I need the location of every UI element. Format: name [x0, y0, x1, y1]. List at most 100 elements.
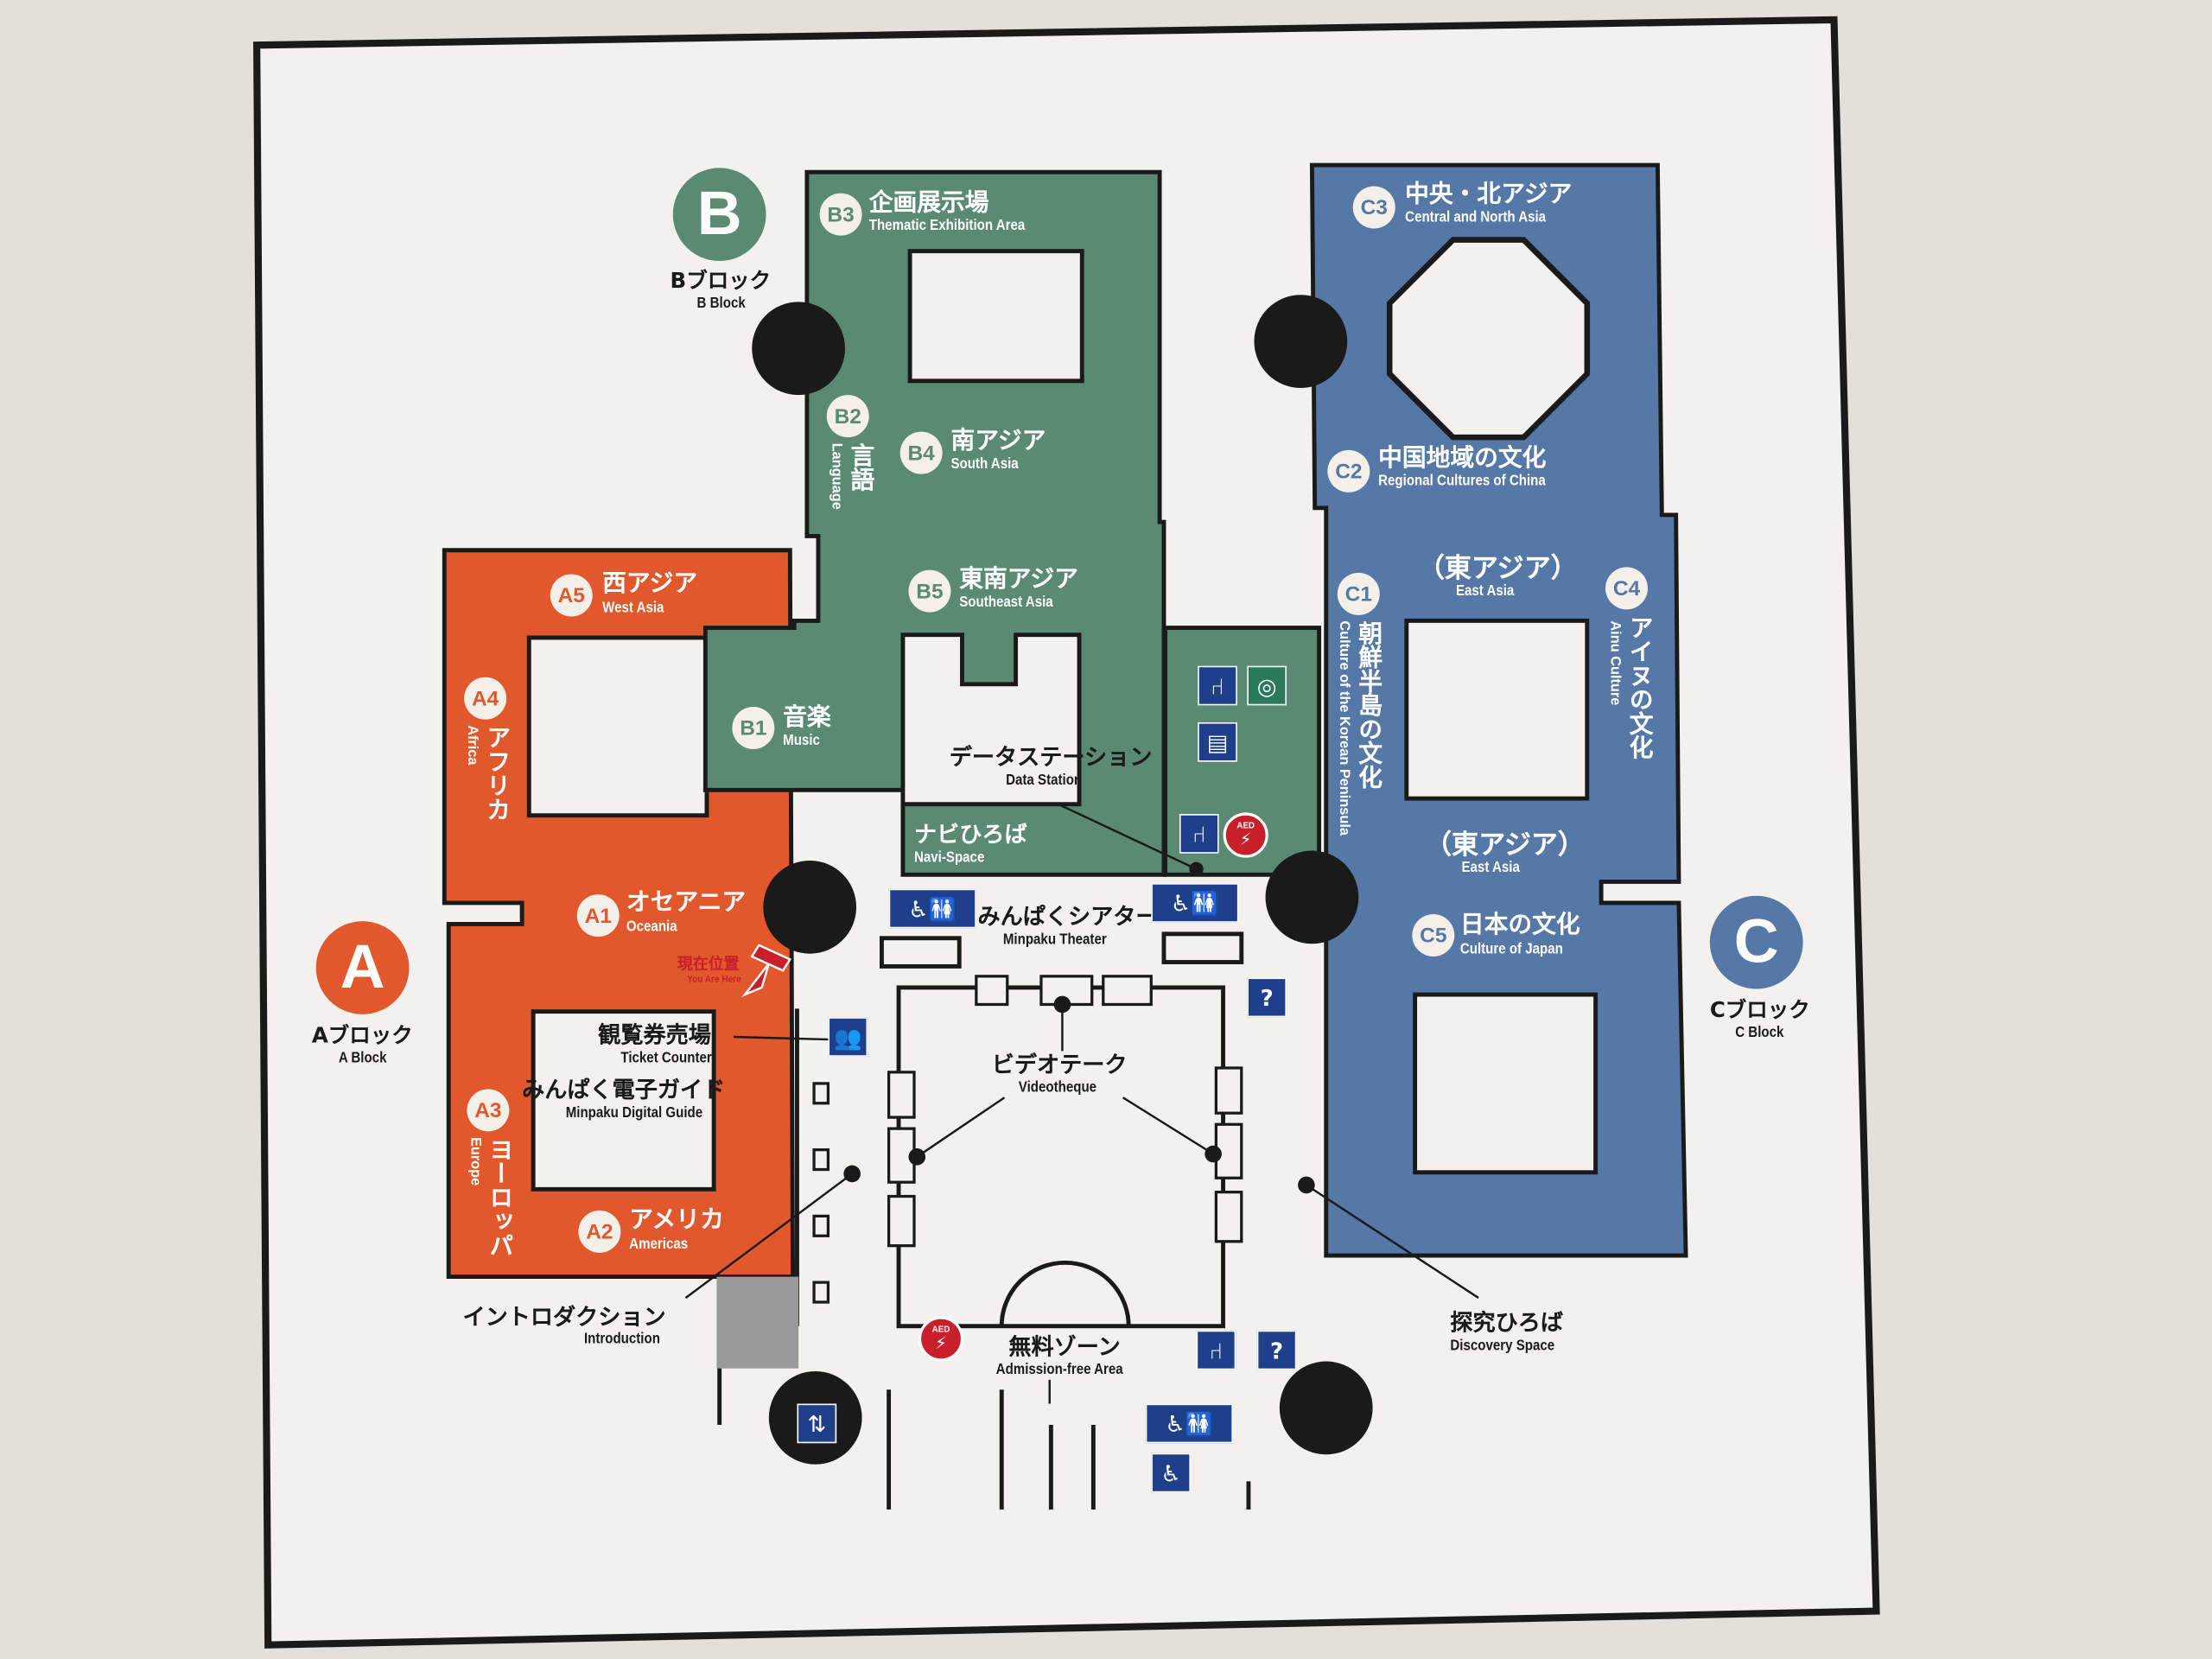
- aed-icon: AED ⚡: [918, 1316, 964, 1362]
- data-station-ja: データステーション: [949, 743, 1153, 771]
- zone-c4-ja: アイヌの文化: [1624, 614, 1652, 760]
- digital-guide-en: Minpaku Digital Guide: [565, 1104, 703, 1122]
- zone-b4-ja: 南アジア: [950, 427, 1046, 456]
- zone-a5-ja: 西アジア: [602, 569, 698, 599]
- zone-a4-badge: A4: [464, 677, 507, 720]
- lightning-icon: ⚡: [935, 1332, 947, 1353]
- zone-c5-en: Culture of Japan: [1459, 941, 1563, 958]
- videotheque-en: Videotheque: [1018, 1079, 1097, 1096]
- zone-a3-ja: ヨーロッパ: [484, 1136, 512, 1257]
- restroom-icon: ♿🚻: [1151, 883, 1239, 923]
- introduction-ja: イントロダクション: [462, 1303, 666, 1331]
- block-b-en: B Block: [696, 295, 746, 312]
- b5-atrium: [900, 632, 1082, 807]
- zone-b5-badge: B5: [908, 569, 951, 613]
- aed-label: AED: [1236, 822, 1255, 831]
- zone-a4-ja: アフリカ: [480, 725, 510, 822]
- zone-b5-en: Southeast Asia: [959, 594, 1053, 611]
- zone-a5-en: West Asia: [602, 599, 664, 617]
- zone-b3-ja: 企画展示場: [868, 188, 989, 218]
- theater-ja: みんぱくシアター: [977, 902, 1159, 930]
- free-area-ja: 無料ゾーン: [1008, 1332, 1121, 1360]
- block-c-ja: Cブロック: [1709, 997, 1810, 1023]
- c-courtyard-1: [1404, 618, 1590, 801]
- drink-icon: ◎: [1247, 665, 1287, 706]
- info-icon: ?: [1256, 1330, 1297, 1370]
- restroom-icon: ♿🚻: [888, 888, 976, 929]
- east-asia-1-en: East Asia: [1455, 582, 1515, 600]
- theater-en: Minpaku Theater: [1002, 931, 1107, 949]
- zone-c2-en: Regional Cultures of China: [1378, 472, 1546, 490]
- zone-a1-en: Oceania: [626, 918, 677, 936]
- east-asia-2-en: East Asia: [1461, 859, 1520, 876]
- zone-c5-badge: C5: [1412, 913, 1455, 957]
- zone-b1-ja: 音楽: [783, 703, 831, 733]
- stair-circles: [752, 295, 1373, 1465]
- elevator-icon: ⇅: [797, 1403, 837, 1444]
- zone-a2-ja: アメリカ: [629, 1205, 724, 1235]
- block-b-badge: B: [672, 168, 766, 262]
- block-c-badge: C: [1709, 895, 1803, 989]
- zone-b2-ja: 言語: [844, 442, 874, 492]
- you-are-here-en: You Are Here: [687, 975, 741, 985]
- c-courtyard-2: [1413, 992, 1599, 1175]
- block-c-en: C Block: [1735, 1024, 1784, 1041]
- lightning-icon: ⚡: [1239, 830, 1252, 849]
- zone-c3-ja: 中央・北アジア: [1405, 180, 1573, 209]
- navi-space-ja: ナビひろば: [913, 821, 1027, 849]
- zone-c1-badge: C1: [1337, 572, 1380, 615]
- east-asia-2-ja: （東アジア）: [1425, 830, 1585, 861]
- b-courtyard: [907, 249, 1084, 384]
- block-a-en: A Block: [338, 1049, 387, 1067]
- introduction-en: Introduction: [583, 1330, 660, 1348]
- free-area-en: Admission-free Area: [995, 1361, 1123, 1379]
- lounge-icon: ⑁: [1179, 814, 1219, 854]
- navi-space-en: Navi-Space: [913, 849, 985, 867]
- info-icon: ?: [1247, 977, 1287, 1018]
- you-are-here-marker: [741, 944, 792, 997]
- block-a-badge: A: [315, 921, 410, 1014]
- zone-c1-ja: 朝鮮半島の文化: [1352, 620, 1382, 789]
- discovery-space-en: Discovery Space: [1450, 1337, 1555, 1355]
- discovery-space-ja: 探究ひろば: [1450, 1309, 1564, 1337]
- zone-b4-en: South Asia: [950, 455, 1019, 473]
- restroom-icon: ♿🚻: [1145, 1403, 1233, 1444]
- ticket-counter-icon: 👥: [828, 1017, 868, 1057]
- zone-a1-ja: オセアニア: [626, 888, 747, 918]
- zone-c2-badge: C2: [1327, 449, 1370, 493]
- digital-guide-ja: みんぱく電子ガイド: [522, 1076, 726, 1103]
- introduction-gray-area: [716, 1276, 799, 1369]
- a-courtyard-1: [526, 635, 709, 818]
- c3-octagon: [1386, 237, 1591, 441]
- zone-b5-ja: 東南アジア: [959, 565, 1078, 594]
- lounge-icon: ⑁: [1196, 1330, 1236, 1370]
- zone-b1-en: Music: [783, 732, 820, 749]
- you-are-here-ja: 現在位置: [677, 955, 740, 974]
- block-a-ja: Aブロック: [311, 1022, 413, 1049]
- zone-b2-en: Language: [828, 442, 844, 510]
- data-station-en: Data Station: [1006, 772, 1083, 789]
- ticket-counter-en: Ticket Counter: [620, 1049, 712, 1067]
- zone-c2-ja: 中国地域の文化: [1378, 444, 1547, 473]
- zone-a3-en: Europe: [467, 1136, 483, 1186]
- ticket-counter-ja: 観覧券売場: [598, 1021, 711, 1049]
- vending-machine-icon: ▤: [1198, 721, 1237, 762]
- aed-label: AED: [931, 1325, 950, 1335]
- ticket-counter-room: [531, 1009, 716, 1192]
- zone-a5-badge: A5: [550, 574, 593, 617]
- zone-c3-badge: C3: [1352, 186, 1395, 229]
- lounge-icon: ⑁: [1198, 665, 1237, 706]
- zone-c4-en: Ainu Culture: [1606, 620, 1623, 706]
- wheelchair-icon: ♿: [1151, 1452, 1191, 1493]
- zone-a2-badge: A2: [578, 1210, 621, 1253]
- zone-c4-badge: C4: [1605, 567, 1648, 610]
- leader-dots: [843, 861, 1315, 1194]
- zone-b3-en: Thematic Exhibition Area: [868, 217, 1026, 235]
- zone-b4-badge: B4: [899, 431, 943, 474]
- zone-c3-en: Central and North Asia: [1405, 208, 1547, 226]
- zone-b1-badge: B1: [732, 706, 775, 749]
- zone-b3-badge: B3: [819, 193, 862, 236]
- zone-a4-en: Africa: [464, 725, 480, 766]
- zone-a2-en: Americas: [629, 1236, 689, 1253]
